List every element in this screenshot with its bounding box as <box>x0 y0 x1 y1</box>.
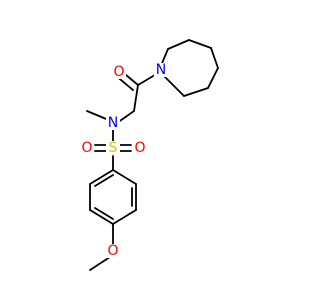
atom-o-sulfonyl-left: O <box>81 140 92 156</box>
atom-o-carbonyl: O <box>113 64 124 80</box>
bond-ring-1-2 <box>112 169 137 185</box>
atoms: O N N S O O O <box>80 62 168 259</box>
atom-s-sulfonyl: S <box>109 140 118 156</box>
bond-ring-4-5 <box>89 209 114 225</box>
molecule-structure-canvas: O N N S O O O <box>80 39 219 271</box>
bond-pip-c4-c5 <box>207 67 219 89</box>
atom-n-sulfonamide: N <box>108 115 118 131</box>
bond-ring-3-4 <box>112 209 137 225</box>
atom-o-methoxy: O <box>107 243 118 259</box>
bond-ring-inner-2 <box>94 207 114 220</box>
atom-o-sulfonyl-right: O <box>134 140 145 156</box>
atom-n-piperidine: N <box>156 62 166 78</box>
bond-pip-c1-c2 <box>167 39 190 50</box>
bond-ring-inner-3 <box>94 174 114 187</box>
bond-pip-c2-c3 <box>188 39 212 49</box>
bond-ring-6-1 <box>89 169 114 185</box>
bond-o-methyl <box>89 256 111 271</box>
bond-pip-c5-c6 <box>183 87 209 97</box>
bond-pip-c3-c4 <box>210 47 219 69</box>
bond-carbonyl-ch2 <box>133 84 139 112</box>
